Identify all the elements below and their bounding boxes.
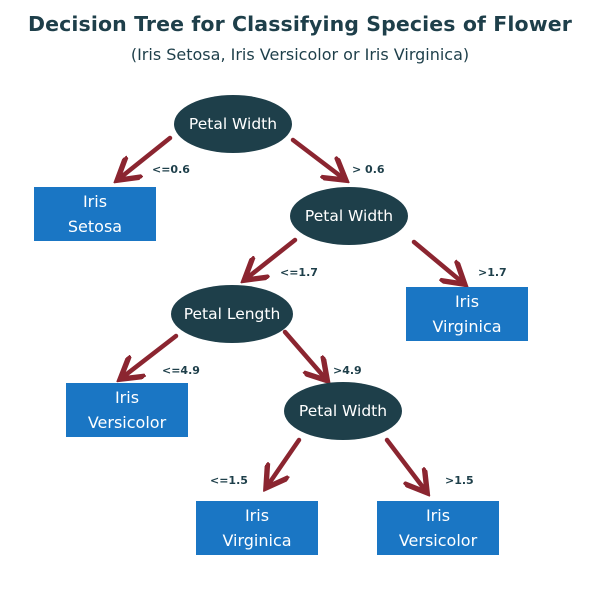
- edge-label-n3-left: <=4.9: [162, 364, 200, 377]
- leaf-line-2: Virginica: [432, 317, 502, 336]
- leaf-line-2: Setosa: [67, 217, 123, 236]
- leaf-line-1: Iris: [454, 292, 480, 311]
- node-petal-width-second: Petal Width: [290, 187, 408, 245]
- leaf-line-2: Versicolor: [87, 413, 167, 432]
- arrow-n4-left: [268, 437, 302, 485]
- node-label: Petal Width: [304, 207, 394, 225]
- leaf-iris-versicolor-1: Iris Versicolor: [66, 383, 188, 437]
- leaf-iris-setosa: Iris Setosa: [34, 187, 156, 241]
- edge-label-n4-right: >1.5: [445, 474, 474, 487]
- arrow-n4-right: [384, 437, 425, 490]
- edge-label-n4-left: <=1.5: [210, 474, 248, 487]
- leaf-line-1: Iris: [425, 506, 451, 525]
- node-petal-width-third: Petal Width: [284, 382, 402, 440]
- leaf-line-2: Virginica: [222, 531, 292, 550]
- node-label: Petal Length: [183, 305, 281, 323]
- arrow-n2-left: [247, 237, 298, 278]
- edge-label-n2-right: >1.7: [478, 266, 507, 279]
- leaf-iris-virginica-2: Iris Virginica: [196, 501, 318, 555]
- node-petal-length: Petal Length: [171, 285, 293, 343]
- node-label: Petal Width: [188, 115, 278, 133]
- edge-label-n1-left: <=0.6: [152, 163, 190, 176]
- leaf-line-2: Versicolor: [398, 531, 478, 550]
- node-label: Petal Width: [298, 402, 388, 420]
- edge-label-n2-left: <=1.7: [280, 266, 318, 279]
- arrow-n2-right: [411, 239, 462, 282]
- edge-label-n1-right: > 0.6: [352, 163, 385, 176]
- diagram-subtitle: (Iris Setosa, Iris Versicolor or Iris Vi…: [130, 45, 470, 64]
- leaf-iris-virginica-1: Iris Virginica: [406, 287, 528, 341]
- leaf-iris-versicolor-2: Iris Versicolor: [377, 501, 499, 555]
- arrow-n3-right: [282, 329, 325, 378]
- arrow-n1-left: [120, 135, 173, 178]
- leaf-line-1: Iris: [244, 506, 270, 525]
- leaf-line-1: Iris: [82, 192, 108, 211]
- arrow-n3-left: [123, 333, 179, 377]
- leaf-line-1: Iris: [114, 388, 140, 407]
- edge-label-n3-right: >4.9: [333, 364, 362, 377]
- diagram-title: Decision Tree for Classifying Species of…: [28, 12, 572, 36]
- node-petal-width-root: Petal Width: [174, 95, 292, 153]
- arrow-n1-right: [290, 137, 343, 178]
